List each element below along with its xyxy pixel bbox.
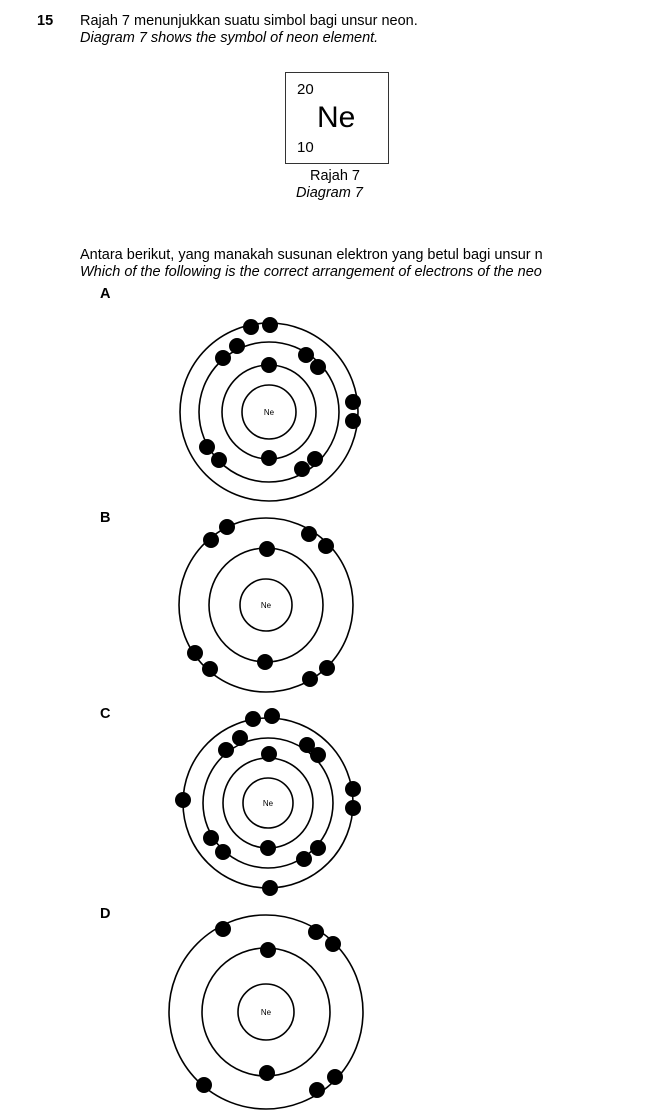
mass-number: 20 [297, 81, 314, 98]
electron [257, 654, 273, 670]
electron [296, 851, 312, 867]
electron [345, 781, 361, 797]
electron [325, 936, 341, 952]
electron [218, 742, 234, 758]
electron [261, 357, 277, 373]
proton-number: 10 [297, 139, 314, 156]
electron [301, 526, 317, 542]
question-number: 15 [37, 13, 54, 29]
electron [187, 645, 203, 661]
electron [260, 942, 276, 958]
prompt-ms: Antara berikut, yang manakah susunan ele… [80, 247, 543, 263]
shell-c-2 [202, 737, 334, 869]
prompt-en: Which of the following is the correct ar… [80, 264, 542, 280]
shell-d-2 [168, 914, 364, 1110]
nucleus-b [239, 578, 293, 632]
electron [211, 452, 227, 468]
option-label-a[interactable]: A [100, 286, 111, 302]
option-label-b[interactable]: B [100, 510, 111, 526]
electron [262, 317, 278, 333]
electron [243, 319, 259, 335]
electron [310, 359, 326, 375]
electron [215, 350, 231, 366]
nucleus-a [241, 384, 297, 440]
electron [196, 1077, 212, 1093]
electron [327, 1069, 343, 1085]
electron [294, 461, 310, 477]
electron [229, 338, 245, 354]
shell-b-2 [178, 517, 354, 693]
caption-ms: Rajah 7 [310, 168, 360, 184]
electron [203, 532, 219, 548]
electron [219, 519, 235, 535]
electron [261, 450, 277, 466]
electron [264, 708, 280, 724]
nucleus-label-b: Ne [261, 601, 272, 610]
electron [307, 451, 323, 467]
question-stem-ms: Rajah 7 menunjukkan suatu simbol bagi un… [80, 13, 418, 29]
shell-a-2 [198, 341, 340, 483]
option-label-c[interactable]: C [100, 706, 111, 722]
electron [262, 880, 278, 896]
electron [318, 538, 334, 554]
electron [345, 394, 361, 410]
nucleus-label-d: Ne [261, 1008, 272, 1017]
electron [199, 439, 215, 455]
caption-en: Diagram 7 [296, 185, 363, 201]
element-symbol: Ne [317, 101, 356, 134]
electron [302, 671, 318, 687]
electron [175, 792, 191, 808]
electron [310, 840, 326, 856]
electron [215, 844, 231, 860]
electron [310, 747, 326, 763]
option-label-d[interactable]: D [100, 906, 111, 922]
question-stem-en: Diagram 7 shows the symbol of neon eleme… [80, 30, 379, 46]
electron [259, 541, 275, 557]
electron [345, 413, 361, 429]
electron [215, 921, 231, 937]
nucleus-label-a: Ne [264, 408, 275, 417]
electron [245, 711, 261, 727]
electron [345, 800, 361, 816]
electron [261, 746, 277, 762]
electron [299, 737, 315, 753]
electron [260, 840, 276, 856]
electron [308, 924, 324, 940]
nucleus-d [237, 983, 295, 1041]
electron [259, 1065, 275, 1081]
electron [202, 661, 218, 677]
electron [232, 730, 248, 746]
electron [298, 347, 314, 363]
nucleus-label-c: Ne [263, 799, 274, 808]
nucleus-c [242, 777, 294, 829]
electron [309, 1082, 325, 1098]
electron [203, 830, 219, 846]
element-symbol-box: 20 Ne 10 [285, 72, 389, 164]
electron [319, 660, 335, 676]
